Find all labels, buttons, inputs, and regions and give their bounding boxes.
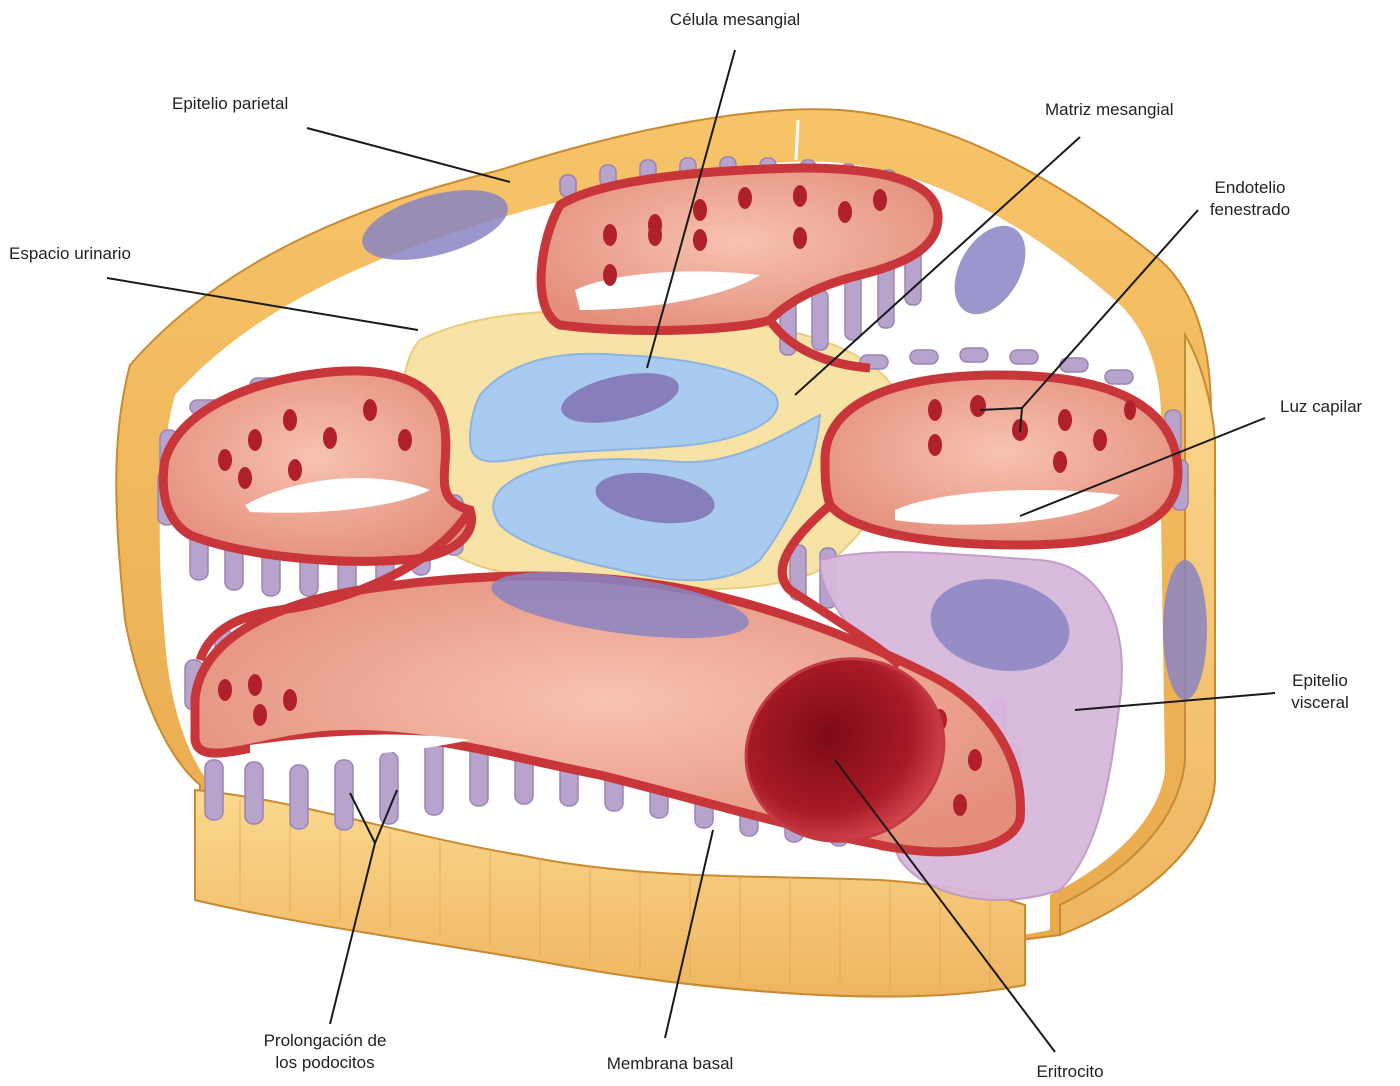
label-prolongacion-line2: los podocitos (225, 1052, 425, 1074)
label-luz-capilar: Luz capilar (1280, 396, 1362, 418)
label-membrana-basal: Membrana basal (560, 1053, 780, 1075)
label-eritrocito: Eritrocito (1000, 1061, 1140, 1083)
label-endotelio-fenestrado: Endotelio fenestrado (1175, 177, 1325, 221)
label-celula-mesangial: Célula mesangial (620, 9, 850, 31)
label-epitelio-visceral: Epitelio visceral (1270, 670, 1370, 714)
label-epitelio-visceral-line2: visceral (1270, 692, 1370, 714)
label-epitelio-visceral-line1: Epitelio (1270, 670, 1370, 692)
label-matriz-mesangial: Matriz mesangial (1045, 99, 1174, 121)
label-prolongacion-line1: Prolongación de (225, 1030, 425, 1052)
label-endotelio-line2: fenestrado (1175, 199, 1325, 221)
label-epitelio-parietal: Epitelio parietal (172, 93, 288, 115)
label-espacio-urinario: Espacio urinario (9, 243, 131, 265)
parietal-nucleus (1163, 560, 1207, 700)
label-prolongacion-podocitos: Prolongación de los podocitos (225, 1030, 425, 1074)
label-endotelio-line1: Endotelio (1175, 177, 1325, 199)
